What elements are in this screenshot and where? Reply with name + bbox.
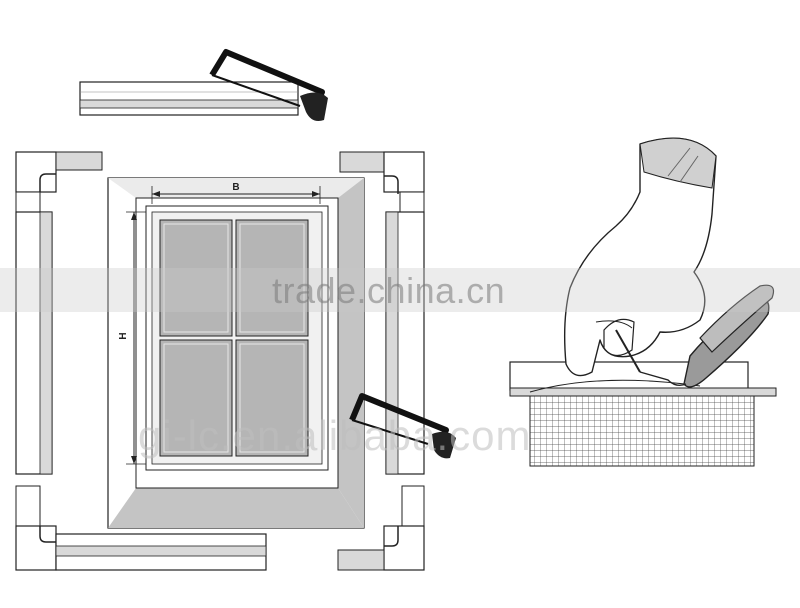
gloved-hand-icon bbox=[563, 137, 717, 377]
watermark-band bbox=[0, 268, 800, 312]
bottom-right-corner-piece bbox=[337, 485, 425, 571]
hacksaw-icon bbox=[349, 393, 456, 459]
top-profile-piece bbox=[79, 81, 299, 116]
dimension-height-label: H bbox=[118, 332, 129, 339]
bottom-profile-piece bbox=[15, 485, 267, 571]
window-panes bbox=[159, 219, 309, 457]
hacksaw-icon bbox=[209, 49, 328, 121]
dimension-width: B bbox=[151, 182, 321, 204]
left-profile-piece bbox=[15, 151, 103, 475]
dimension-height: H bbox=[118, 211, 146, 465]
frame-profile-under-hand bbox=[509, 361, 777, 397]
pliers-icon bbox=[615, 284, 775, 388]
mesh-screen-icon bbox=[529, 391, 755, 467]
dimension-width-label: B bbox=[232, 182, 239, 193]
